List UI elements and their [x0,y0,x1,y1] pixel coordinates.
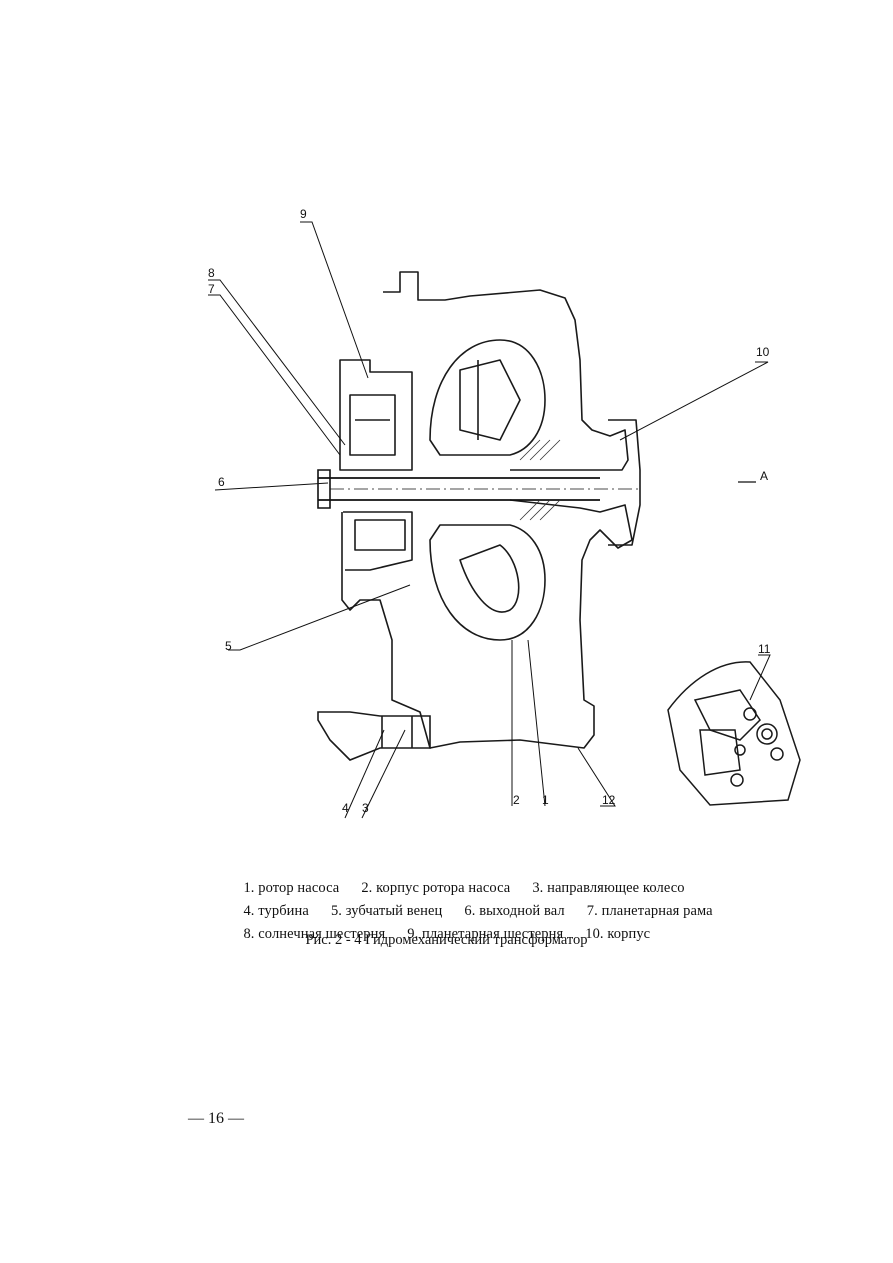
inset-view-a [667,661,801,806]
legend-item: 6. выходной вал [464,903,565,919]
legend-item: 2. корпус ротора насоса [361,880,511,896]
callout-9: 9 [300,207,307,221]
legend-item: 10. корпус [585,926,651,942]
callout-10: 10 [756,345,770,359]
view-marker-a: A [760,469,768,483]
housing-outline-upper [383,271,629,471]
callout-1: 1 [542,793,549,807]
callout-5: 5 [225,639,232,653]
callout-6: 6 [218,475,225,489]
output-shaft [318,477,600,501]
output-flange [608,419,641,546]
callout-3: 3 [362,801,369,815]
callout-4: 4 [342,801,349,815]
legend-line-1: 1. ротор насоса 2. корпус ротора насоса 3.… [236,863,707,897]
legend-item: 5. зубчатый венец [330,903,443,919]
legend-item: 9. планетарная шестерня [407,926,564,942]
legend-item: 7. планетарная рама [586,903,713,919]
torus-upper [429,339,546,456]
page-number: — 16 — [188,1110,244,1127]
callout-8: 8 [208,266,215,280]
callout-11: 11 [758,642,771,656]
planetary-block [339,359,413,471]
torus-lower [429,524,546,641]
legend-line-3: 8. солнечная шестерня 9. планетарная шест… [236,909,672,943]
housing-outline-lower [341,499,633,749]
figure-title: Рис. 2 - 4 Гидромеханический трансформат… [305,932,588,948]
callout-12: 12 [602,793,616,807]
legend-item: 3. направляющее колесо [532,880,685,896]
legend-item: 1. ротор насоса [243,880,340,896]
callout-2: 2 [513,793,520,807]
callout-7: 7 [208,282,215,296]
legend-item: 8. солнечная шестерня [243,926,386,942]
legend-item: 4. турбина [243,903,309,919]
legend-line-2: 4. турбина 5. зубчатый венец 6. выходной в… [236,886,735,920]
base-outline [317,711,431,761]
